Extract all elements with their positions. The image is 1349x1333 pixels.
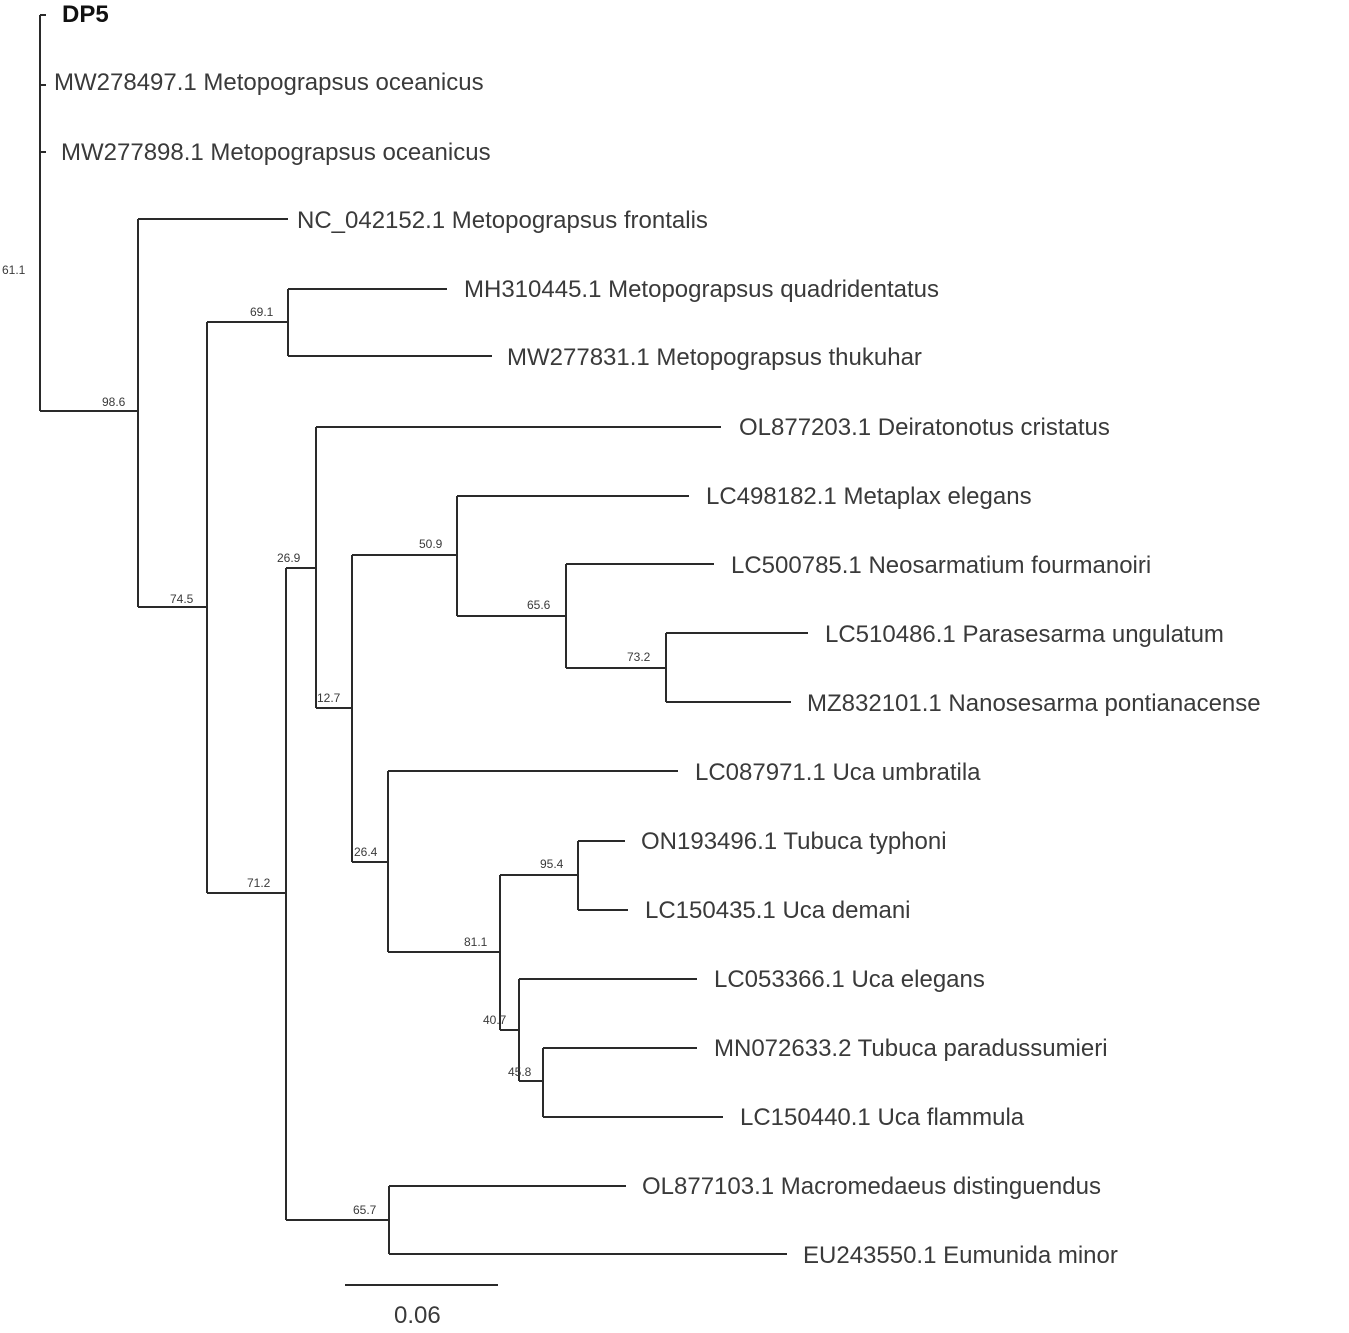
support-value: 65.7 — [353, 1203, 377, 1217]
leaf-label-mw277898: MW277898.1 Metopograpsus oceanicus — [61, 139, 491, 166]
support-value: 98.6 — [102, 395, 126, 409]
leaf-label-nc042152: NC_042152.1 Metopograpsus frontalis — [297, 207, 708, 234]
support-value: 45.8 — [508, 1065, 532, 1079]
leaf-label-mh310445: MH310445.1 Metopograpsus quadridentatus — [464, 276, 939, 303]
support-value: 26.4 — [354, 845, 378, 859]
support-value: 95.4 — [540, 857, 564, 871]
leaf-label-mw278497: MW278497.1 Metopograpsus oceanicus — [54, 69, 484, 96]
support-value: 81.1 — [464, 935, 488, 949]
support-value: 50.9 — [419, 537, 443, 551]
leaf-label-lc150440: LC150440.1 Uca flammula — [740, 1104, 1025, 1131]
bootstrap-support-values: 61.1 98.6 69.1 74.5 26.9 50.9 65.6 73.2 … — [2, 263, 651, 1217]
scale-bar: 0.06 — [345, 1284, 498, 1329]
leaf-label-mw277831: MW277831.1 Metopograpsus thukuhar — [507, 344, 922, 371]
leaf-label-lc498182: LC498182.1 Metaplax elegans — [706, 483, 1032, 510]
support-value: 26.9 — [277, 551, 301, 565]
leaf-labels: DP5 MW278497.1 Metopograpsus oceanicus M… — [54, 1, 1261, 1269]
leaf-label-eu243550: EU243550.1 Eumunida minor — [803, 1242, 1118, 1269]
leaf-label-ol877103: OL877103.1 Macromedaeus distinguendus — [642, 1173, 1101, 1200]
support-value: 71.2 — [247, 876, 271, 890]
support-value: 65.6 — [527, 598, 551, 612]
leaf-label-mn072633: MN072633.2 Tubuca paradussumieri — [714, 1035, 1108, 1062]
leaf-label-lc510486: LC510486.1 Parasesarma ungulatum — [825, 621, 1224, 648]
support-value: 73.2 — [627, 650, 651, 664]
leaf-label-lc053366: LC053366.1 Uca elegans — [714, 966, 985, 993]
leaf-label-ol877203: OL877203.1 Deiratonotus cristatus — [739, 414, 1110, 441]
leaf-label-on193496: ON193496.1 Tubuca typhoni — [641, 828, 947, 855]
leaf-label-lc150435: LC150435.1 Uca demani — [645, 897, 911, 924]
leaf-label-lc087971: LC087971.1 Uca umbratila — [695, 759, 981, 786]
support-value: 74.5 — [170, 592, 194, 606]
support-value: 12.7 — [317, 691, 341, 705]
leaf-label-lc500785: LC500785.1 Neosarmatium fourmanoiri — [731, 552, 1151, 579]
tree-branches — [39, 14, 808, 1255]
scale-bar-label: 0.06 — [394, 1302, 441, 1329]
leaf-label-dp5: DP5 — [62, 1, 109, 28]
support-value: 40.7 — [483, 1013, 507, 1027]
leaf-label-mz832101: MZ832101.1 Nanosesarma pontianacense — [807, 690, 1261, 717]
support-value: 69.1 — [250, 305, 274, 319]
support-value: 61.1 — [2, 263, 26, 277]
